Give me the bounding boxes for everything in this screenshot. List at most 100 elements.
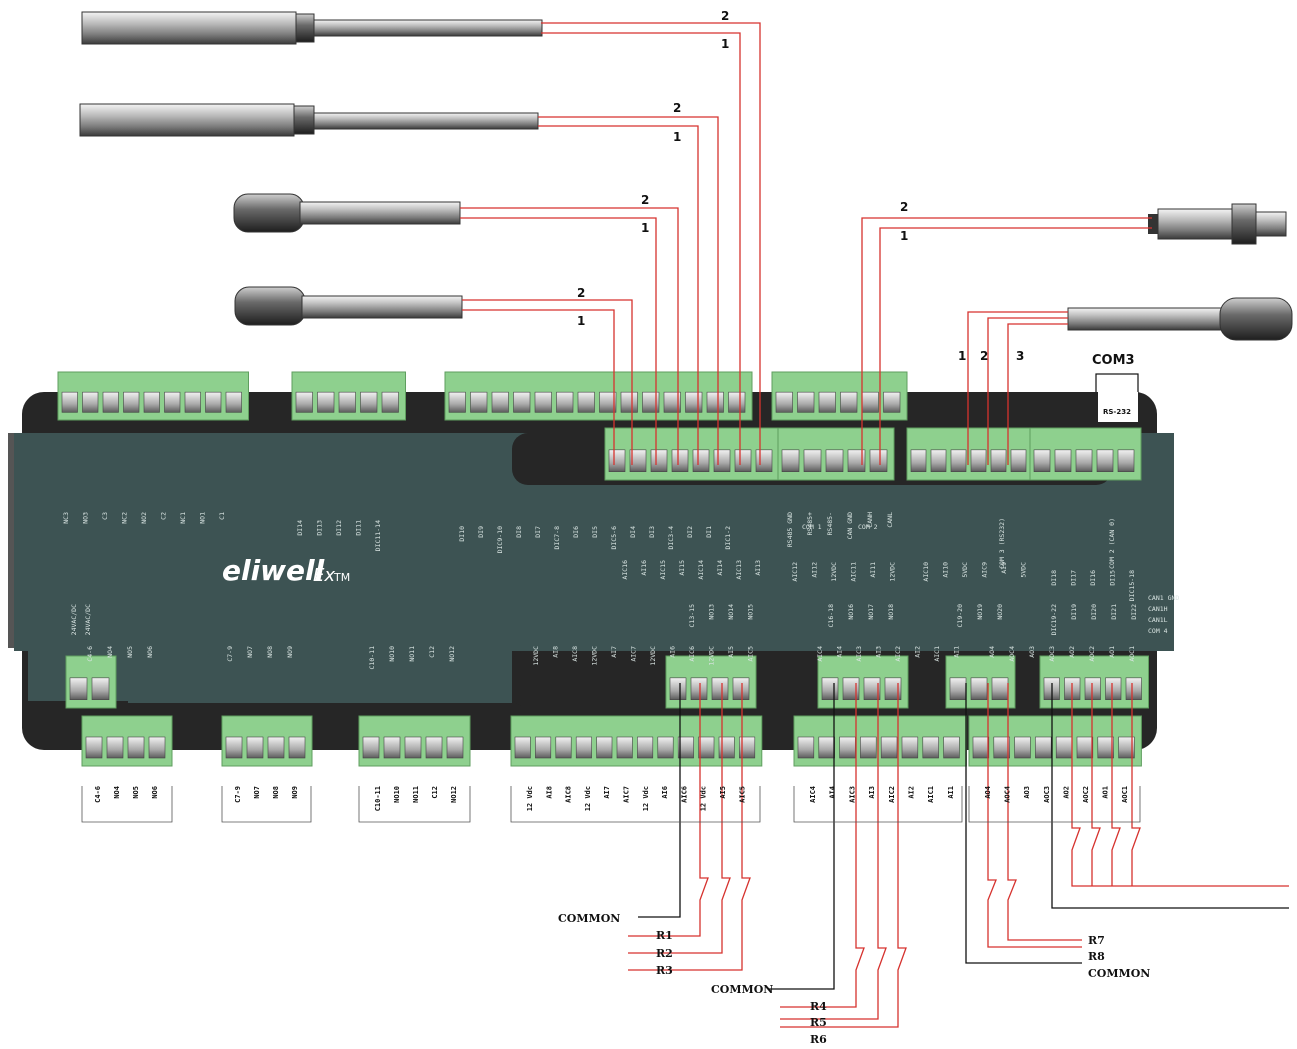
bottom-connector-3-terminal [362,736,380,759]
label-lower_board_labels.g1: NO6 [146,646,154,658]
wire-r7 [987,683,1082,948]
label-top_connector_labels.group4_row2: 12VDC [889,562,897,582]
label-bottom_labels.g5: AIC4 [809,786,817,803]
bottom-connector-2-terminal [288,736,306,759]
wire-aoc1 [1131,683,1141,886]
label-com: COM 1 [802,523,822,531]
upper-connector-3-terminal [950,449,967,472]
label-lower_board_labels.g6: AOC3 [1048,646,1056,662]
label-bottom_labels.g3: NO12 [450,786,458,803]
label-lower_board_labels.g5: AIC3 [855,646,863,662]
label-lower_board_labels.g6: AO1 [1108,646,1116,658]
wire-aoc2 [1091,683,1101,886]
mid-connector-4-terminal [991,677,1009,700]
label-bottom_labels.g1: C4-6 [94,786,102,803]
top-connector-3-terminal [448,391,466,413]
wire-label-common_mid: COMMON [711,983,773,996]
bottom-connector-6-terminal [1118,736,1135,759]
probe-2 [79,103,539,137]
label-lower_board_labels.g6: AO3 [1028,646,1036,658]
bottom-connector-4-terminal [555,736,572,759]
label-top_connector_labels.group1: NO2 [140,512,148,524]
label-top_connector_labels.group5_row2: AI9 [1000,562,1008,574]
mid-connector-3-terminal [821,677,839,700]
top-connector-1-terminal [225,391,242,413]
wire-pt-1 [879,227,1152,465]
label-lower_board_labels.g6: AOC4 [1008,646,1016,662]
bottom-connector-5-terminal [943,736,960,759]
wire-common-mid [768,683,835,990]
label-bottom_labels.g2: C7-9 [234,786,242,803]
wire-probe4-2 [462,299,633,465]
label-lower_board_labels.g1: C4-6 [86,646,94,662]
wire-label-r8: R8 [1088,950,1105,963]
top-connector-1-terminal [61,391,78,413]
label-top_connector_labels.group3: DI5 [591,526,599,538]
mid-connector-3 [817,655,909,709]
mid-connector-2-terminal [669,677,687,700]
upper-connector-1-terminal [671,449,689,472]
label-top_connector_labels.group4: RS485- [826,512,834,535]
label-bottom_labels.g4: 12 Vdc [526,786,534,811]
label-lower_board_labels.g4: 12VDC [649,646,657,666]
wire-r4 [780,683,865,1008]
top-connector-2-terminal [338,391,356,413]
label-lower_board_labels.g4: AI7 [610,646,618,658]
mid-connector-5-terminal [1125,677,1142,700]
brand-logo: eliwell [222,554,325,587]
probe-right [1067,297,1293,341]
mid-connector-4 [945,655,1016,709]
mid-connector-2-terminal [690,677,708,700]
label-bottom_labels.g3: C10-11 [374,786,382,811]
bottom-connector-4-terminal [698,736,715,759]
upper-connector-4-terminal [1033,449,1051,472]
bottom-connector-4-terminal [677,736,694,759]
wire-label-common_right: COMMON [1088,967,1150,980]
probe-wire-number: 2 [641,193,649,207]
wire-r1 [628,683,709,937]
probe-4 [234,286,463,326]
wire-r2 [628,683,731,954]
label-mid_labels.left: 24VAC/DC [70,604,78,635]
mid-connector-1 [65,655,117,709]
label-lower_board_labels.g5: AIC2 [894,646,902,662]
top-connector-4-terminal [797,391,815,413]
bottom-connector-4-terminal [596,736,613,759]
bottom-connector-4-terminal [616,736,633,759]
top-connector-3-terminal [728,391,746,413]
bottom-connector-2-terminal [246,736,264,759]
mid-connector-2-terminal [711,677,729,700]
wires [460,22,1152,465]
rs232-label: RS-232 [1103,408,1131,416]
label-top_connector_labels.group5_row2: AIC10 [922,562,930,582]
label-lower_board_labels.g2: NO8 [266,646,274,658]
top-connector-3-terminal [642,391,660,413]
label-mid_labels.no19: NO19 [976,604,984,620]
upper-connector-2 [777,427,895,481]
top-connector-3-terminal [663,391,681,413]
label-bottom_labels.g4: AIC8 [565,786,573,803]
label-top_connector_labels.group5_row2: 5VDC [1020,562,1028,578]
label-top_connector_labels.group3: DIC5-6 [610,526,618,550]
upper-connector-2-terminal [847,449,866,472]
top-connector-3 [444,371,753,421]
wire-ao3 [1051,683,1289,909]
top-connector-1 [57,371,249,421]
top-connector-2-terminal [295,391,313,413]
wire-right-3 [1007,323,1068,465]
upper-connector-3-terminal [990,449,1007,472]
top-connector-4-terminal [775,391,793,413]
upper-connector-3-terminal [910,449,927,472]
label-mid_labels.no16: NO16 [847,604,855,620]
bottom-connector-4-terminal [535,736,552,759]
top-connector-3-terminal [556,391,574,413]
label-lower_board_labels.g5: AIC4 [816,646,824,662]
wire-r5 [780,683,887,1020]
upper-connector-4 [1029,427,1142,481]
label-mid_labels.no19: NO20 [996,604,1004,620]
label-top_connector_labels.group3: DIC1-2 [724,526,732,550]
top-connector-3-terminal [599,391,617,413]
bottom-connector-6 [968,715,1142,767]
label-bottom_labels.g4: AI6 [661,786,669,799]
